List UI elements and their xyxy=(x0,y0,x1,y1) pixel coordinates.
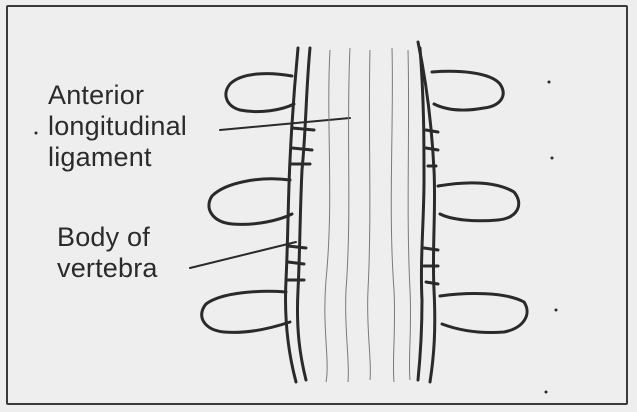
label-line: Body of xyxy=(57,222,158,253)
left-process-top xyxy=(226,74,294,112)
label-anterior-longitudinal-ligament: Anterior longitudinal ligament xyxy=(48,80,187,173)
column-left-inner xyxy=(297,48,310,380)
left-process-bottom xyxy=(202,291,290,332)
leader-anterior-ligament xyxy=(220,118,350,130)
right-process-middle xyxy=(438,183,519,221)
column-right-inner xyxy=(418,48,424,380)
ligament-fibres xyxy=(325,48,411,382)
label-line: ligament xyxy=(48,142,187,173)
right-process-bottom xyxy=(440,294,527,333)
label-line: Anterior xyxy=(48,80,187,111)
label-line: longitudinal xyxy=(48,111,187,142)
label-line: vertebra xyxy=(57,253,158,284)
right-process-top xyxy=(432,71,503,110)
leader-body-of-vertebra xyxy=(190,242,296,268)
left-process-middle xyxy=(209,179,292,225)
label-body-of-vertebra: Body of vertebra xyxy=(57,222,158,284)
